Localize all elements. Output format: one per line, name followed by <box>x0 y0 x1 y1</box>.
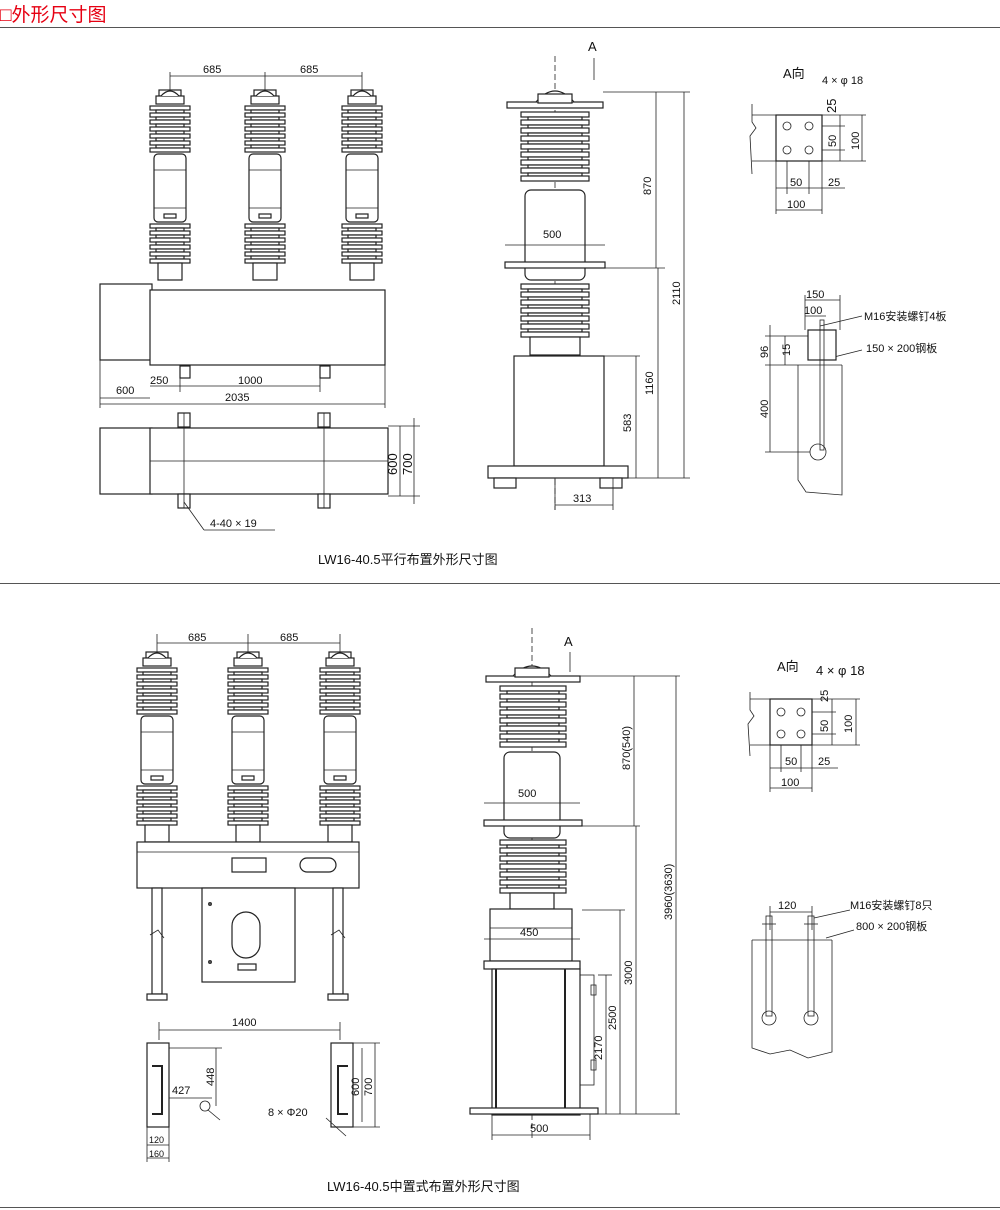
dim-bottom-a-50v: 50 <box>819 720 831 732</box>
bottom-front-view: 685 685 <box>136 632 361 1001</box>
dim-top-side-1160: 1160 <box>644 371 656 395</box>
dim-bottom-side-500bot: 500 <box>530 1123 548 1135</box>
dim-top-mount-96: 96 <box>759 346 771 358</box>
dim-bottom-plan-448: 448 <box>205 1068 217 1086</box>
header-rule <box>0 27 1000 28</box>
label-bottom-mount-bolt: M16安装螺钉8只 <box>850 898 933 912</box>
dim-top-a-25h: 25 <box>828 177 840 189</box>
dim-bottom-plan-600: 600 <box>350 1078 362 1096</box>
label-bottom-a-dir: A向 <box>777 659 799 674</box>
dim-top-front-1000: 1000 <box>238 375 262 387</box>
dim-bottom-front-685a: 685 <box>188 632 206 644</box>
dim-bottom-side-3960: 3960(3630) <box>663 864 675 920</box>
dim-top-plan-600: 600 <box>385 453 400 475</box>
dim-top-mount-100: 100 <box>804 305 822 317</box>
dim-top-front-685b: 685 <box>300 64 318 76</box>
dim-bottom-a-50h: 50 <box>785 756 797 768</box>
top-front-view: 685 685 250 1000 600 2035 <box>99 64 386 408</box>
label-bottom-plan-holes: 8 × Φ20 <box>268 1107 308 1119</box>
bottom-rule <box>0 1207 1000 1208</box>
label-top-mount-plate: 150 × 200钢板 <box>866 341 937 355</box>
dim-bottom-side-2500: 2500 <box>607 1006 619 1030</box>
section-separator <box>0 583 1000 584</box>
header: □外形尺寸图 <box>0 0 1000 28</box>
bottom-side-view: A <box>469 628 680 1140</box>
dim-bottom-plan-427: 427 <box>172 1085 190 1097</box>
top-a-direction-view: A向 4 × φ 18 25 50 100 50 25 100 <box>749 66 866 214</box>
dim-bottom-plan-1400: 1400 <box>232 1017 256 1029</box>
dim-bottom-side-870: 870(540) <box>621 726 633 770</box>
dim-top-front-685a: 685 <box>203 64 221 76</box>
label-top-mount-bolt: M16安装螺钉4板 <box>864 309 947 323</box>
bottom-plan-view: 1400 427 448 600 700 8 × Φ20 120 160 <box>146 1017 380 1162</box>
dim-bottom-side-3000: 3000 <box>623 961 635 985</box>
page-title: □外形尺寸图 <box>0 5 107 26</box>
dim-bottom-mount-120: 120 <box>778 900 796 912</box>
dim-top-mount-15: 15 <box>781 344 793 356</box>
bottom-a-direction-view: A向 4 × φ 18 25 50 100 50 25 100 <box>747 659 865 792</box>
dim-top-a-100h: 100 <box>787 199 805 211</box>
dim-bottom-plan-700: 700 <box>363 1078 375 1096</box>
dim-top-a-25: 25 <box>824 99 839 113</box>
label-top-a-dir: A向 <box>783 66 805 81</box>
dim-bottom-a-100v: 100 <box>843 715 855 733</box>
dim-top-mount-150: 150 <box>806 289 824 301</box>
dim-top-side-500: 500 <box>543 229 561 241</box>
top-side-view: A 50 <box>487 39 690 510</box>
dim-top-side-583: 583 <box>622 414 634 432</box>
dim-top-front-600: 600 <box>116 385 134 397</box>
caption-bottom: LW16-40.5中置式布置外形尺寸图 <box>327 1179 520 1194</box>
dim-bottom-front-685b: 685 <box>280 632 298 644</box>
dim-top-mount-400: 400 <box>759 400 771 418</box>
dim-bottom-side-500top: 500 <box>518 788 536 800</box>
dim-bottom-a-25h: 25 <box>818 756 830 768</box>
dim-top-front-250: 250 <box>150 375 168 387</box>
dim-bottom-plan-160: 160 <box>149 1149 164 1159</box>
label-top-a-holes: 4 × φ 18 <box>822 75 863 87</box>
top-plan-view: 600 700 4-40 × 19 <box>99 412 420 531</box>
dim-top-side-2110: 2110 <box>671 281 683 305</box>
label-top-plan-holes: 4-40 × 19 <box>210 518 257 530</box>
label-bottom-mount-plate: 800 × 200钢板 <box>856 919 927 933</box>
dim-top-a-100v: 100 <box>850 132 862 150</box>
top-mount-detail: 150 100 M16安装螺钉4板 150 × 200钢板 96 15 400 <box>759 289 947 496</box>
label-bottom-a-holes: 4 × φ 18 <box>816 663 865 678</box>
dim-top-front-2035: 2035 <box>225 392 249 404</box>
label-top-view-a: A <box>588 39 597 54</box>
dim-bottom-side-450: 450 <box>520 927 538 939</box>
dim-top-side-870: 870 <box>642 177 654 195</box>
caption-top: LW16-40.5平行布置外形尺寸图 <box>318 552 498 567</box>
dim-bottom-a-100h: 100 <box>781 777 799 789</box>
dim-bottom-a-25: 25 <box>819 690 831 702</box>
dim-bottom-plan-120: 120 <box>149 1135 164 1145</box>
dim-top-side-313: 313 <box>573 493 591 505</box>
dim-top-plan-700: 700 <box>400 453 415 475</box>
label-bottom-view-a: A <box>564 634 573 649</box>
bottom-mount-detail: 120 M16安装螺钉8只 800 × 200钢板 <box>751 898 933 1059</box>
dim-top-a-50v: 50 <box>827 135 839 147</box>
dim-bottom-side-2170: 2170 <box>593 1036 605 1060</box>
dim-top-a-50h: 50 <box>790 177 802 189</box>
